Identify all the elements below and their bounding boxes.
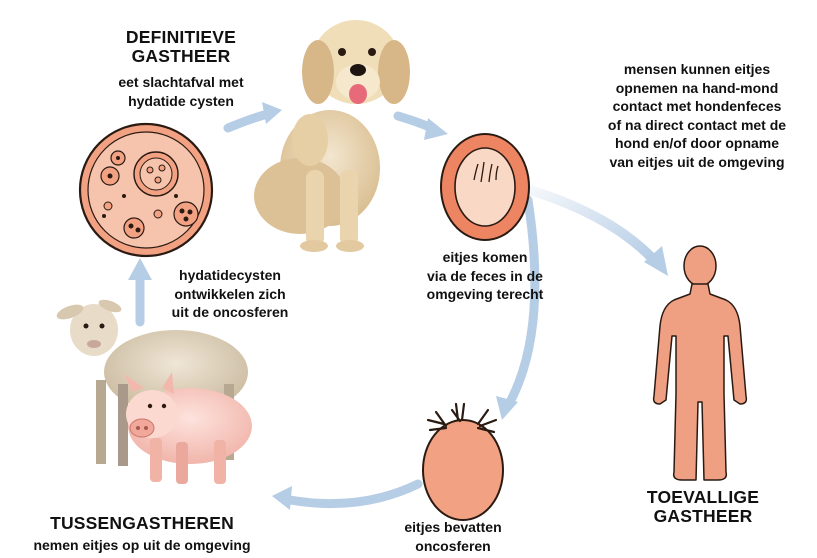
definitive-host-title: DEFINITIEVE GASTHEER [96, 28, 266, 66]
transmission-note-line: mensen kunnen eitjes [582, 60, 812, 79]
definitive-host-description-line: hydatide cysten [86, 92, 276, 111]
definitive-host-description: eet slachtafval met hydatide cysten [86, 73, 276, 110]
eggs-contain-line: eitjes bevatten [378, 518, 528, 537]
intermediate-hosts-description: nemen eitjes op uit de omgeving [0, 536, 284, 555]
transmission-note-line: hond en/of door opname [582, 134, 812, 153]
intermediate-hosts-title: TUSSENGASTHEREN [0, 514, 284, 533]
cycle-arrow-hosts-to-cyst [128, 258, 152, 322]
eggs-in-feces-line: via de feces in de [400, 267, 570, 286]
eggs-in-feces-line: eitjes komen [400, 248, 570, 267]
eggs-in-feces-label: eitjes komen via de feces in de omgeving… [400, 248, 570, 304]
dog-illustration [254, 20, 410, 252]
cycle-arrow-dog-to-egg [398, 116, 448, 140]
accidental-host-transmission-note: mensen kunnen eitjes opnemen na hand-mon… [582, 60, 812, 171]
eggs-contain-oncospheres-label: eitjes bevatten oncosferen [378, 518, 528, 555]
transmission-note-line: contact met hondenfeces [582, 97, 812, 116]
accidental-host-title: TOEVALLIGE GASTHEER [618, 488, 788, 526]
definitive-host-title-line: GASTHEER [96, 47, 266, 66]
cyst-development-line: ontwikkelen zich [150, 285, 310, 304]
eggs-contain-line: oncosferen [378, 537, 528, 556]
oncosphere-illustration [423, 404, 503, 520]
definitive-host-title-line: DEFINITIEVE [96, 28, 266, 47]
egg-illustration [441, 134, 529, 240]
human-silhouette [654, 246, 747, 480]
cycle-arrow-oncosphere-to-hosts [272, 484, 418, 510]
accidental-host-title-line: GASTHEER [618, 507, 788, 526]
definitive-host-description-line: eet slachtafval met [86, 73, 276, 92]
eggs-in-feces-line: omgeving terecht [400, 285, 570, 304]
cyst-development-line: hydatidecysten [150, 266, 310, 285]
cyst-development-line: uit de oncosferen [150, 303, 310, 322]
accidental-host-title-line: TOEVALLIGE [618, 488, 788, 507]
transmission-note-line: van eitjes uit de omgeving [582, 153, 812, 172]
hydatid-cyst-illustration [80, 124, 212, 256]
cyst-development-label: hydatidecysten ontwikkelen zich uit de o… [150, 266, 310, 322]
transmission-note-line: of na direct contact met de [582, 116, 812, 135]
transmission-note-line: opnemen na hand-mond [582, 79, 812, 98]
